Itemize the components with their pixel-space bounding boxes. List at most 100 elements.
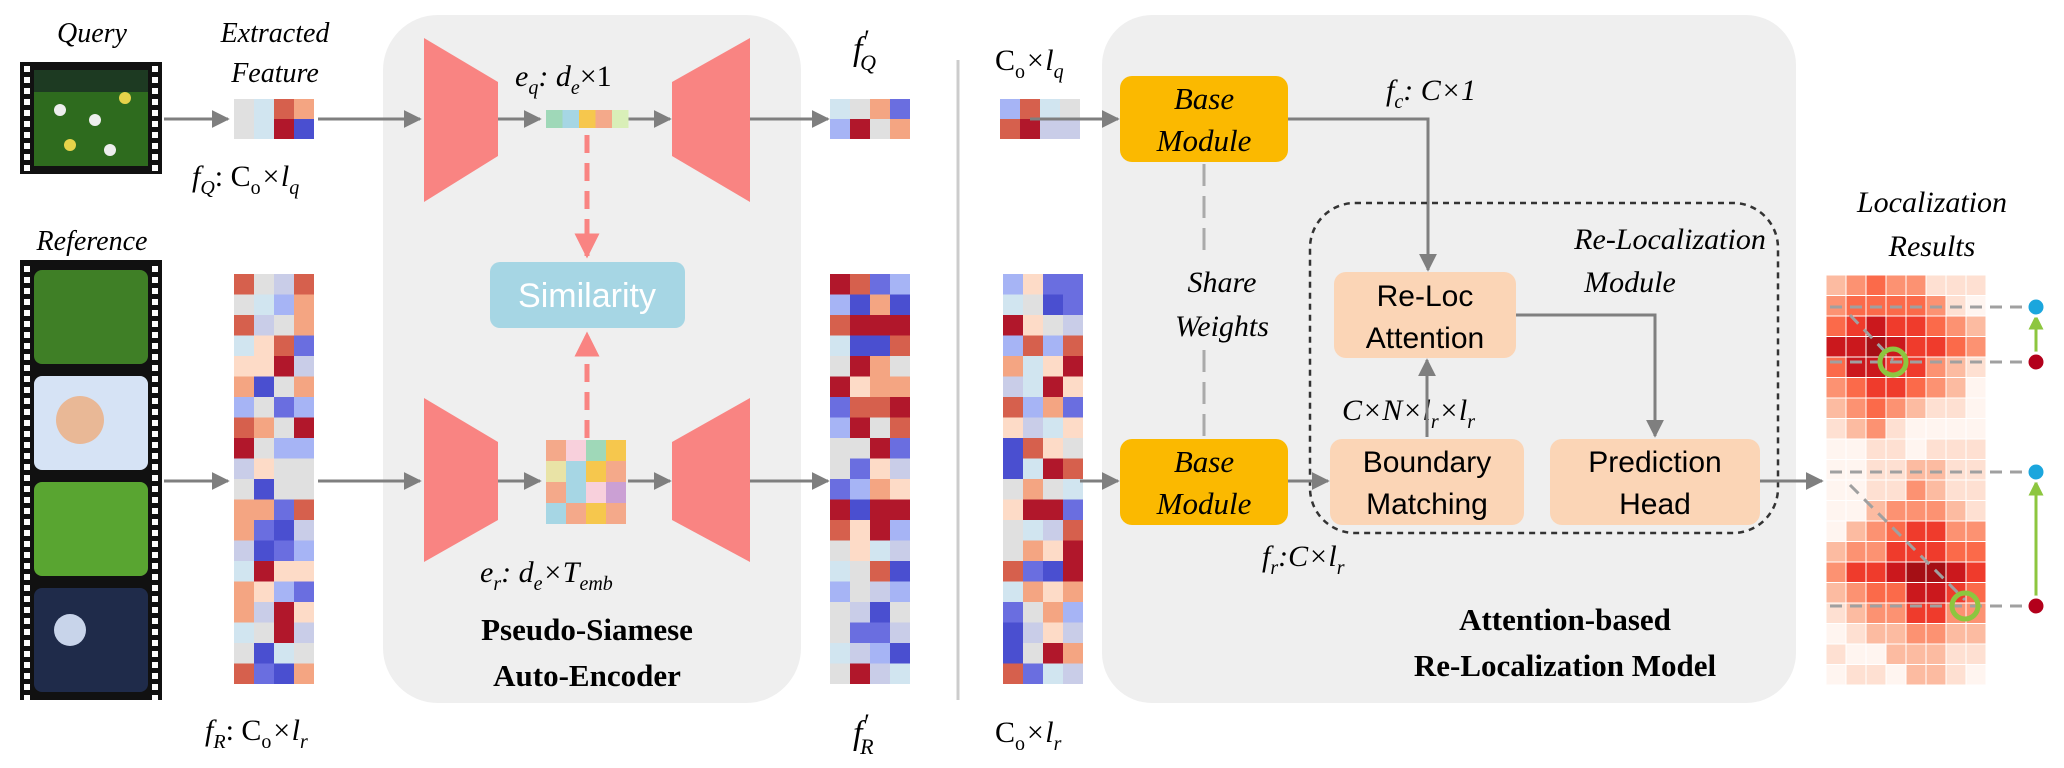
heatmap-cell: [1925, 664, 1947, 686]
feature-cell: [1000, 99, 1020, 119]
feature-cell: [890, 622, 910, 643]
feature-cell: [274, 458, 294, 479]
feature-cell: [870, 294, 890, 315]
perforation: [24, 530, 30, 536]
feature-cell: [830, 499, 850, 520]
perforation: [24, 343, 30, 349]
feature-cell: [1043, 479, 1063, 500]
heatmap-cell: [1885, 377, 1907, 399]
feature-cell: [294, 561, 314, 582]
feature-cell: [274, 417, 294, 438]
feature-cell: [850, 274, 870, 295]
feature-cell: [274, 315, 294, 336]
heatmap-cell: [1865, 582, 1887, 604]
fr-prime-label: f′R: [853, 709, 874, 759]
heatmap-cell: [1905, 377, 1927, 399]
perforation: [24, 398, 30, 404]
heatmap-cell: [1825, 377, 1847, 399]
heatmap-cell: [1845, 418, 1867, 440]
heatmap-cell: [1865, 418, 1887, 440]
feature-cell: [294, 643, 314, 664]
feature-cell: [254, 540, 274, 561]
eq-dimension: eq: de×1: [515, 60, 612, 99]
perforation: [152, 585, 158, 591]
perforation: [24, 497, 30, 503]
feature-cell: [1043, 663, 1063, 684]
feature-cell: [294, 294, 314, 315]
feature-cell: [1043, 294, 1063, 315]
feature-cell: [850, 602, 870, 623]
heatmap-cell: [1825, 459, 1847, 481]
feature-cell: [1003, 581, 1023, 602]
feature-cell: [234, 335, 254, 356]
decoder-r-trapezoid: [672, 398, 750, 562]
feature-cell: [850, 119, 870, 139]
perforation: [152, 321, 158, 327]
feature-cell: [274, 397, 294, 418]
heatmap-cell: [1825, 561, 1847, 583]
feature-cell: [870, 274, 890, 295]
feature-cell: [294, 540, 314, 561]
fq-prime-label: f′Q: [853, 25, 876, 75]
heatmap-cell: [1885, 582, 1907, 604]
feature-cell: [850, 499, 870, 520]
embedding-cell: [546, 482, 566, 503]
feature-cell: [234, 397, 254, 418]
perforation: [152, 143, 158, 149]
feature-cell: [850, 540, 870, 561]
embedding-cell: [586, 503, 606, 524]
perforation: [152, 486, 158, 492]
feature-cell: [234, 356, 254, 377]
heatmap-cell: [1865, 377, 1887, 399]
perforation: [24, 585, 30, 591]
heatmap-cell: [1825, 274, 1847, 296]
feature-cell: [294, 335, 314, 356]
feature-cell: [890, 561, 910, 582]
heatmap-cell: [1905, 274, 1927, 296]
heatmap-cell: [1845, 377, 1867, 399]
reference-feature-matrix: [234, 274, 314, 684]
base-module-top-label-2: Module: [1156, 123, 1252, 158]
heatmap-cell: [1885, 541, 1907, 563]
heatmap-cell: [1945, 500, 1967, 522]
embedding-cell: [612, 110, 629, 128]
perforation: [24, 420, 30, 426]
feature-cell: [274, 479, 294, 500]
feature-cell: [234, 602, 254, 623]
heatmap-cell: [1845, 582, 1867, 604]
heatmap-cell: [1925, 479, 1947, 501]
embedding-cell: [546, 110, 563, 128]
input-query-feature: [1000, 99, 1080, 139]
heatmap-cell: [1945, 541, 1967, 563]
heatmap-cell: [1885, 315, 1907, 337]
heatmap-cell: [1865, 397, 1887, 419]
f-q-dimension: fQ: Co×lq: [192, 160, 299, 199]
heatmap-cell: [1825, 438, 1847, 460]
feature-cell: [1023, 561, 1043, 582]
feature-cell: [254, 315, 274, 336]
feature-cell: [850, 520, 870, 541]
feature-cell: [870, 622, 890, 643]
feature-cell: [1043, 602, 1063, 623]
feature-cell: [1003, 274, 1023, 295]
embedding-cell: [546, 461, 566, 482]
feature-cell: [1023, 376, 1043, 397]
embedding-cell: [579, 110, 596, 128]
input-reference-feature: [1003, 274, 1083, 684]
decoder-q-trapezoid: [672, 38, 750, 202]
feature-cell: [1023, 274, 1043, 295]
feature-cell: [870, 458, 890, 479]
feature-cell: [1003, 438, 1023, 459]
feature-cell: [830, 581, 850, 602]
perforation: [152, 66, 158, 72]
feature-cell: [1043, 561, 1063, 582]
feature-cell: [1003, 622, 1023, 643]
extracted-feature-label-2: Feature: [230, 58, 319, 89]
relocalization-title: Attention-based: [1459, 602, 1671, 637]
feature-cell: [870, 356, 890, 377]
feature-cell: [1023, 458, 1043, 479]
feature-cell: [1043, 540, 1063, 561]
feature-cell: [1043, 376, 1063, 397]
similarity-box: [490, 262, 685, 328]
heatmap-cell: [1885, 643, 1907, 665]
